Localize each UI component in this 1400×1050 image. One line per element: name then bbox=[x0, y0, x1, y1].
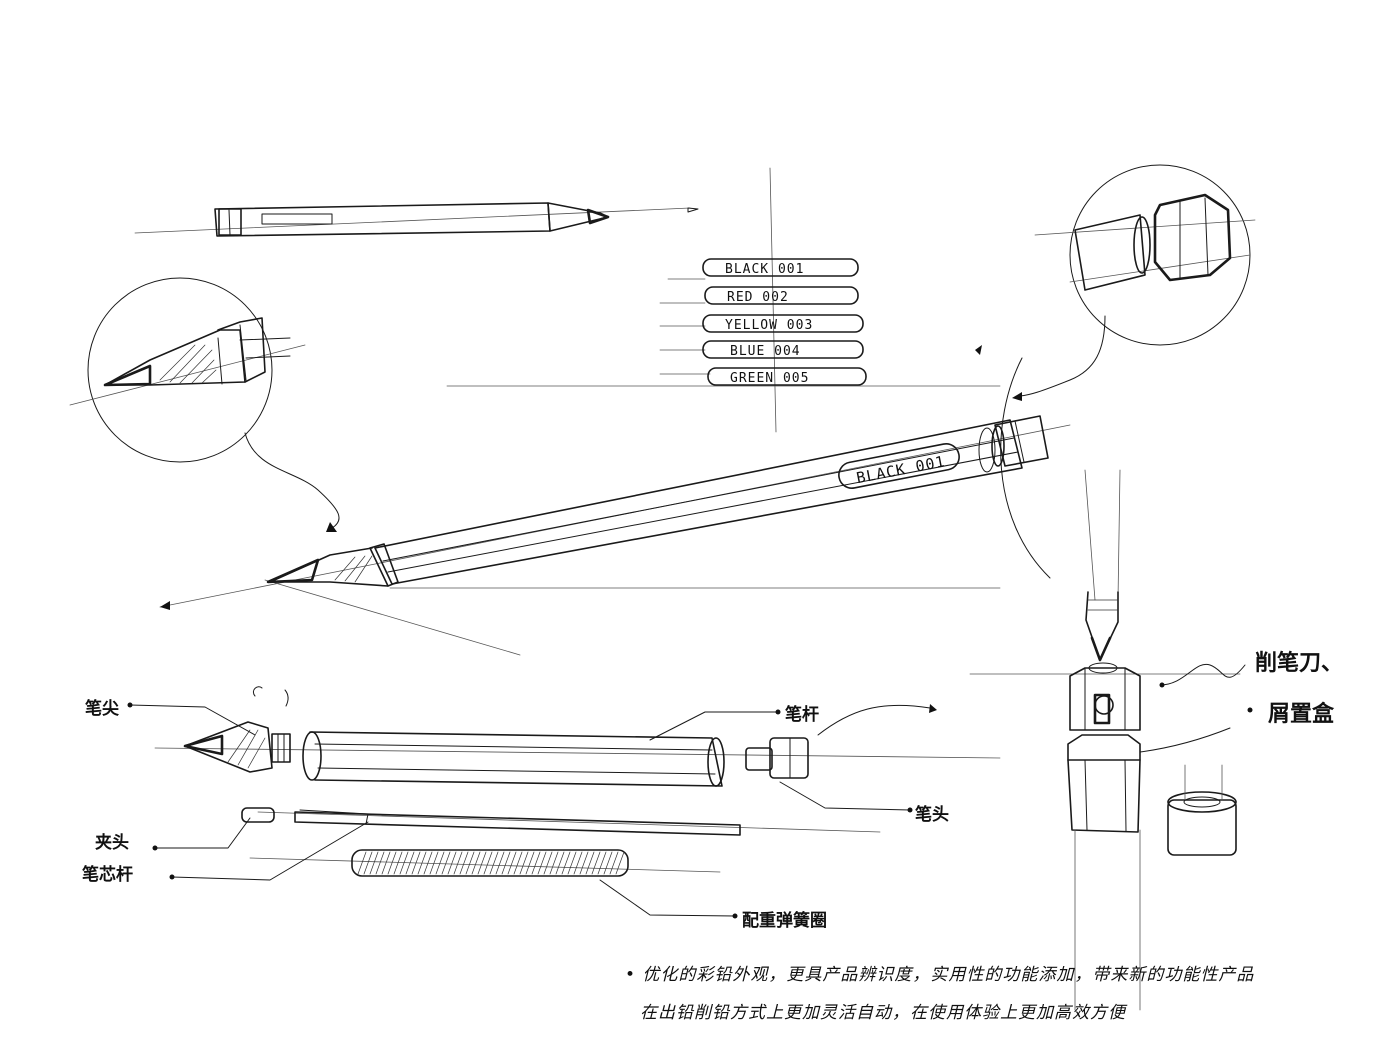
spring-coil bbox=[501, 851, 511, 875]
design-note-line-1: • 优化的彩铅外观，更具产品辨识度，实用性的功能添加，带来新的功能性产品 bbox=[625, 965, 1255, 985]
sharpener-assembly bbox=[969, 469, 1253, 1011]
label-barrel: 笔杆 bbox=[785, 705, 819, 725]
spring-coil bbox=[441, 851, 451, 875]
spring-coil bbox=[369, 851, 379, 875]
barrel-label: BLACK 001 bbox=[855, 452, 947, 487]
part-leaders bbox=[127, 702, 937, 919]
spring-coil bbox=[537, 851, 547, 875]
spring-coil bbox=[513, 851, 523, 875]
label-clip: 夹头 bbox=[95, 833, 129, 853]
spring-coil bbox=[423, 851, 433, 875]
spring-coil bbox=[609, 851, 619, 875]
spring-coil bbox=[477, 851, 487, 875]
cap-detail-circle bbox=[1012, 164, 1256, 401]
spring-coil bbox=[585, 851, 595, 875]
label-shavings-box: 屑置盒 bbox=[1268, 701, 1335, 727]
spring-coil bbox=[435, 851, 445, 875]
spring-coil bbox=[549, 851, 559, 875]
spring-coil bbox=[615, 851, 625, 875]
color-label-yellow: YELLOW 003 bbox=[725, 318, 813, 333]
main-pencil-perspective: BLACK 001 bbox=[159, 345, 1071, 656]
spring-coil bbox=[597, 851, 607, 875]
spring-coil bbox=[525, 851, 535, 875]
spring-coil bbox=[603, 851, 613, 875]
design-note-line-2: 在出铅削铅方式上更加灵活自动，在使用体验上更加高效方便 bbox=[640, 1003, 1126, 1023]
spring-coil bbox=[561, 851, 571, 875]
spring-coil bbox=[411, 851, 421, 875]
color-label-green: GREEN 005 bbox=[730, 371, 809, 386]
spring-coil bbox=[387, 851, 397, 875]
label-core-rod: 笔芯杆 bbox=[82, 865, 133, 885]
spring-coil bbox=[555, 851, 565, 875]
spring-coil bbox=[357, 851, 367, 875]
spring-coil bbox=[393, 851, 403, 875]
spring-coil bbox=[543, 851, 553, 875]
spring-coil bbox=[489, 851, 499, 875]
color-label-blue: BLUE 004 bbox=[730, 344, 801, 359]
top-pencil-side-view bbox=[134, 202, 699, 237]
exploded-view bbox=[154, 686, 1001, 877]
spring-coil bbox=[567, 851, 577, 875]
spring-coil bbox=[363, 851, 373, 875]
spring-coil bbox=[447, 851, 457, 875]
label-cap: 笔头 bbox=[915, 805, 949, 825]
spring-coil bbox=[429, 851, 439, 875]
spring-coil bbox=[591, 851, 601, 875]
spring-coil bbox=[579, 851, 589, 875]
spring-coil bbox=[519, 851, 529, 875]
spring-coil bbox=[381, 851, 391, 875]
spring-coil bbox=[495, 851, 505, 875]
label-sharpener: 削笔刀、 bbox=[1255, 650, 1344, 676]
spring-coil bbox=[531, 851, 541, 875]
spring-coil bbox=[507, 851, 517, 875]
spring-coil bbox=[573, 851, 583, 875]
spring-coil bbox=[471, 851, 481, 875]
spring-coil bbox=[405, 851, 415, 875]
label-spring: 配重弹簧圈 bbox=[742, 911, 827, 931]
spring-coil bbox=[375, 851, 385, 875]
color-label-list: BLACK 001 RED 002 YELLOW 003 BLUE 004 GR… bbox=[659, 258, 867, 386]
color-label-red: RED 002 bbox=[727, 290, 789, 305]
color-label-black: BLACK 001 bbox=[725, 262, 804, 277]
spring-coil bbox=[399, 851, 409, 875]
tip-detail-circle bbox=[69, 277, 340, 532]
spring-coil bbox=[483, 851, 493, 875]
label-tip: 笔尖 bbox=[85, 699, 119, 719]
spring-coil bbox=[417, 851, 427, 875]
spring-coil bbox=[459, 851, 469, 875]
spring-coil bbox=[453, 851, 463, 875]
spring-coil bbox=[465, 851, 475, 875]
